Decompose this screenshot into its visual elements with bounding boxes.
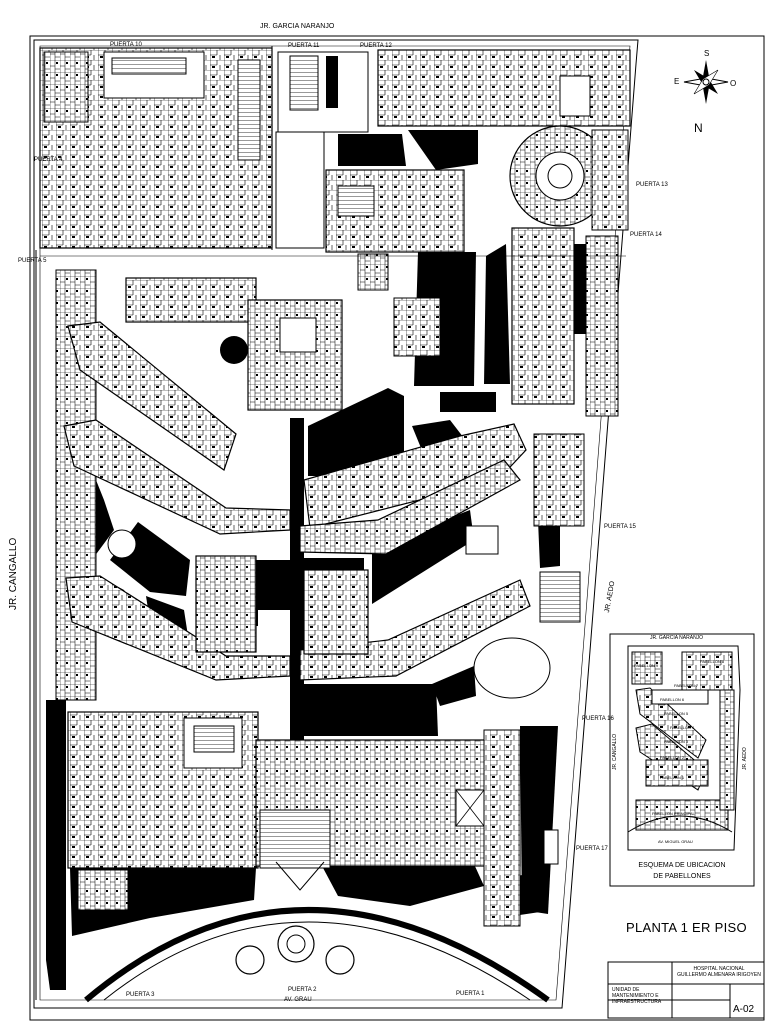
- north-center-block: [275, 51, 369, 249]
- courtyards: [46, 130, 592, 990]
- gate-16: PUERTA 16: [582, 716, 614, 722]
- gate-14: PUERTA 14: [630, 232, 662, 238]
- key-map-caption-line1: ESQUEMA DE UBICACION: [638, 862, 726, 869]
- street-label-north: JR. GARCIA NARANJO: [260, 23, 335, 30]
- inset-pabellon-7: PABELLON 7: [674, 683, 699, 688]
- forecourt: [84, 829, 559, 1003]
- central-north-block: [325, 169, 465, 291]
- gate-3: PUERTA 3: [126, 992, 155, 998]
- pabellon-3: [303, 569, 369, 655]
- key-map-caption: ESQUEMA DE UBICACION DE PABELLONES: [612, 860, 752, 882]
- inset-pabellon-principal: PABELLON PRINCIPAL: [652, 811, 695, 816]
- unit-line2: INFRAESTRUCTURA: [612, 999, 662, 1005]
- pabellon-8-core: [247, 299, 343, 411]
- hospital-name-line2: GUILLERMO ALMENARA IRIGOYEN: [677, 972, 761, 978]
- key-map-caption-line2: DE PABELLONES: [653, 873, 711, 880]
- gate-1: PUERTA 1: [456, 991, 485, 997]
- inset-pabellon-2: PABELLON 2: [660, 755, 685, 760]
- east-wing: [511, 227, 575, 405]
- inset-street-south: AV. MIGUEL GRAU: [658, 839, 693, 844]
- garden-circle: [107, 529, 137, 559]
- title-block-unit: UNIDAD DE MANTENIMIENTO E INFRAESTRUCTUR…: [612, 987, 670, 1005]
- ramp: [539, 571, 581, 623]
- inset-pabellon-6: PABELLON 6: [660, 697, 685, 702]
- north-arrow: [683, 60, 729, 104]
- compass-o: O: [730, 79, 737, 88]
- gate-11: PUERTA 11: [288, 43, 320, 49]
- street-label-south: AV. GRAU: [284, 997, 312, 1003]
- plan-title: PLANTA 1 ER PISO: [626, 920, 747, 935]
- rotunda: [509, 125, 629, 231]
- west-wings: [63, 321, 291, 681]
- compass-e: E: [674, 77, 680, 86]
- inset-street-north: JR. GARCIA NARANJO: [650, 635, 704, 641]
- inset-pabellon-5: PABELLON 5: [664, 711, 689, 716]
- inset-street-east: JR. AEDO: [742, 747, 748, 770]
- title-block-hospital: HOSPITAL NACIONAL GUILLERMO ALMENARA IRI…: [676, 966, 762, 978]
- east-wing-strip: [585, 235, 619, 417]
- unit-line1: UNIDAD DE MANTENIMIENTO E: [612, 987, 659, 999]
- gate-10: PUERTA 10: [110, 42, 142, 48]
- gate-17: PUERTA 17: [576, 846, 608, 852]
- chapel-block: [393, 297, 441, 357]
- gate-12: PUERTA 12: [360, 43, 392, 49]
- pabellon-9: [125, 277, 257, 323]
- gate-2: PUERTA 2: [288, 987, 317, 993]
- location-key-map: [609, 633, 755, 887]
- compass-n: N: [694, 121, 703, 135]
- gate-13: PUERTA 13: [636, 182, 668, 188]
- inset-pabellon-4: PABELLON 4: [670, 725, 695, 730]
- pabellon-4: [195, 555, 257, 653]
- north-east-block: [377, 49, 631, 127]
- gate-4: PUERTA 4: [34, 157, 63, 163]
- sheet-number: A-02: [733, 1004, 755, 1015]
- east-wings: [299, 423, 531, 681]
- hospital-name-line1: HOSPITAL NACIONAL: [693, 966, 745, 972]
- compass-s: S: [704, 49, 710, 58]
- title-block-frame: [607, 961, 765, 1019]
- courtyard-square: [465, 525, 499, 555]
- inset-pabellon-9: PABELLON 9: [634, 663, 659, 668]
- inset-pabellon-1: PABELLON 1: [660, 775, 685, 780]
- inset-pabellon-3: PABELLON 3: [664, 739, 689, 744]
- inset-street-west: JR. CANGALLO: [612, 733, 618, 770]
- gate-15: PUERTA 15: [604, 524, 636, 530]
- gate-5: PUERTA 5: [18, 258, 47, 264]
- street-label-west: JR. CANGALLO: [8, 537, 19, 610]
- north-west-block: [39, 47, 273, 249]
- oval-plaza: [473, 637, 551, 699]
- inset-pabellon-8: PABELLON 8: [700, 659, 725, 664]
- east-annex: [533, 433, 585, 527]
